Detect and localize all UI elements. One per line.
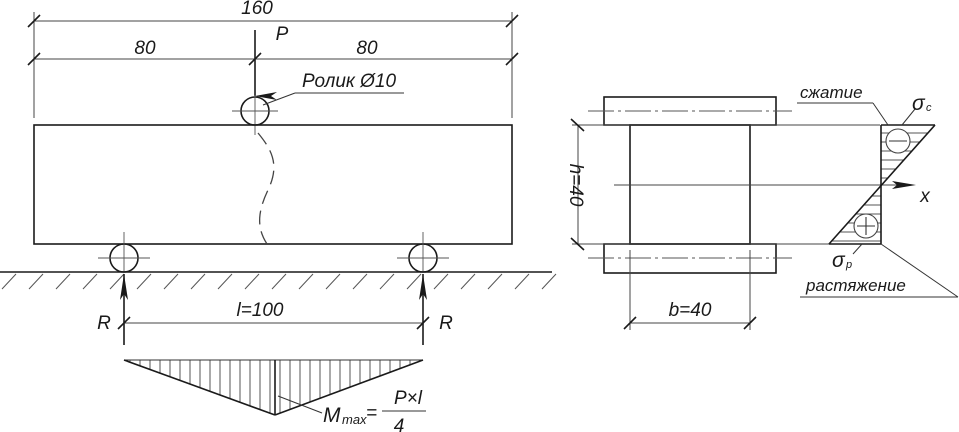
break-line: [257, 132, 275, 245]
dimension-height: h=40: [565, 118, 586, 251]
support-roller-right: [397, 232, 449, 273]
compression-sign: [885, 128, 911, 154]
hatch-line: [136, 273, 152, 290]
tension-callout: σ p растяжение: [800, 243, 959, 298]
axis-label: x: [919, 186, 931, 207]
dimension-tick: [505, 52, 519, 66]
ground-hatch: [1, 273, 557, 290]
roller-callout-label: Ролик Ø10: [302, 71, 396, 92]
hatch-line: [460, 273, 476, 290]
moment-diagram: [123, 359, 424, 416]
hatch-line: [271, 273, 287, 290]
reaction-left-label: R: [97, 313, 111, 334]
compression-callout: сжатие σ c: [797, 83, 932, 126]
dimension-left-half-label: 80: [134, 38, 156, 59]
dimension-width-label: b=40: [669, 300, 712, 321]
hatch-line: [217, 273, 233, 290]
hatch-line: [433, 273, 449, 290]
load-arrow-P: P: [254, 24, 289, 100]
dimension-span-label: l=100: [236, 300, 283, 321]
hatch-line: [298, 273, 314, 290]
moment-equals: =: [366, 403, 377, 424]
tension-sign: [853, 213, 879, 239]
sigma-tension-subscript: p: [845, 259, 852, 271]
tension-label: растяжение: [805, 276, 906, 295]
compression-label: сжатие: [800, 83, 863, 102]
stress-diagram: [828, 124, 936, 245]
dimension-tick: [570, 118, 585, 132]
hatch-line: [163, 273, 179, 290]
ground: [0, 271, 557, 290]
dimension-overall: 160: [27, 0, 519, 118]
top-roller: [232, 95, 278, 135]
dimension-halves: 80 80: [27, 38, 519, 66]
sigma-compression-symbol: σ: [912, 92, 926, 115]
dimension-tick: [117, 316, 131, 330]
beam-view: 160 80 80 P Ролик Ø10: [0, 0, 557, 432]
dimension-tick: [27, 52, 41, 66]
reaction-left: R: [97, 274, 128, 345]
hatch-line: [244, 273, 260, 290]
dimension-tick: [623, 316, 637, 330]
hatch-line: [514, 273, 530, 290]
sigma-compression-subscript: c: [926, 102, 932, 114]
moment-hatch: [129, 360, 411, 414]
moment-symbol: M: [323, 404, 341, 427]
dimension-right-half-label: 80: [356, 38, 378, 59]
hatch-line: [190, 273, 206, 290]
hatch-line: [55, 273, 71, 290]
support-roller-left: [98, 232, 150, 273]
hatch-line: [28, 273, 44, 290]
hatch-line: [82, 273, 98, 290]
reaction-right-label: R: [439, 313, 453, 334]
hatch-line: [109, 273, 125, 290]
dimension-width: b=40: [623, 250, 757, 330]
reaction-right: R: [419, 274, 453, 345]
moment-formula: M max = P×l 4: [277, 388, 426, 432]
hatch-line: [1, 273, 17, 290]
dimension-tick: [505, 14, 519, 28]
roller-callout: Ролик Ø10: [262, 71, 404, 106]
moment-subscript: max: [342, 412, 367, 427]
dimension-span: l=100: [117, 300, 430, 330]
dimension-height-label: h=40: [565, 164, 586, 207]
neutral-axis: x: [614, 181, 931, 207]
hatch-line: [487, 273, 503, 290]
load-label: P: [276, 24, 289, 45]
dimension-tick: [27, 14, 41, 28]
dimension-tick: [570, 237, 585, 251]
hatch-line: [379, 273, 395, 290]
hatch-line: [406, 273, 422, 290]
dimension-overall-label: 160: [241, 0, 273, 19]
section-view: x h=40 b=40: [565, 83, 959, 330]
hatch-line: [541, 273, 557, 290]
moment-numerator: P×l: [394, 388, 423, 409]
hatch-line: [352, 273, 368, 290]
dimension-tick: [416, 316, 430, 330]
sigma-tension-symbol: σ: [832, 249, 846, 272]
beam: [33, 124, 513, 245]
hatch-line: [325, 273, 341, 290]
moment-denominator: 4: [394, 416, 405, 432]
dimension-tick: [743, 316, 757, 330]
